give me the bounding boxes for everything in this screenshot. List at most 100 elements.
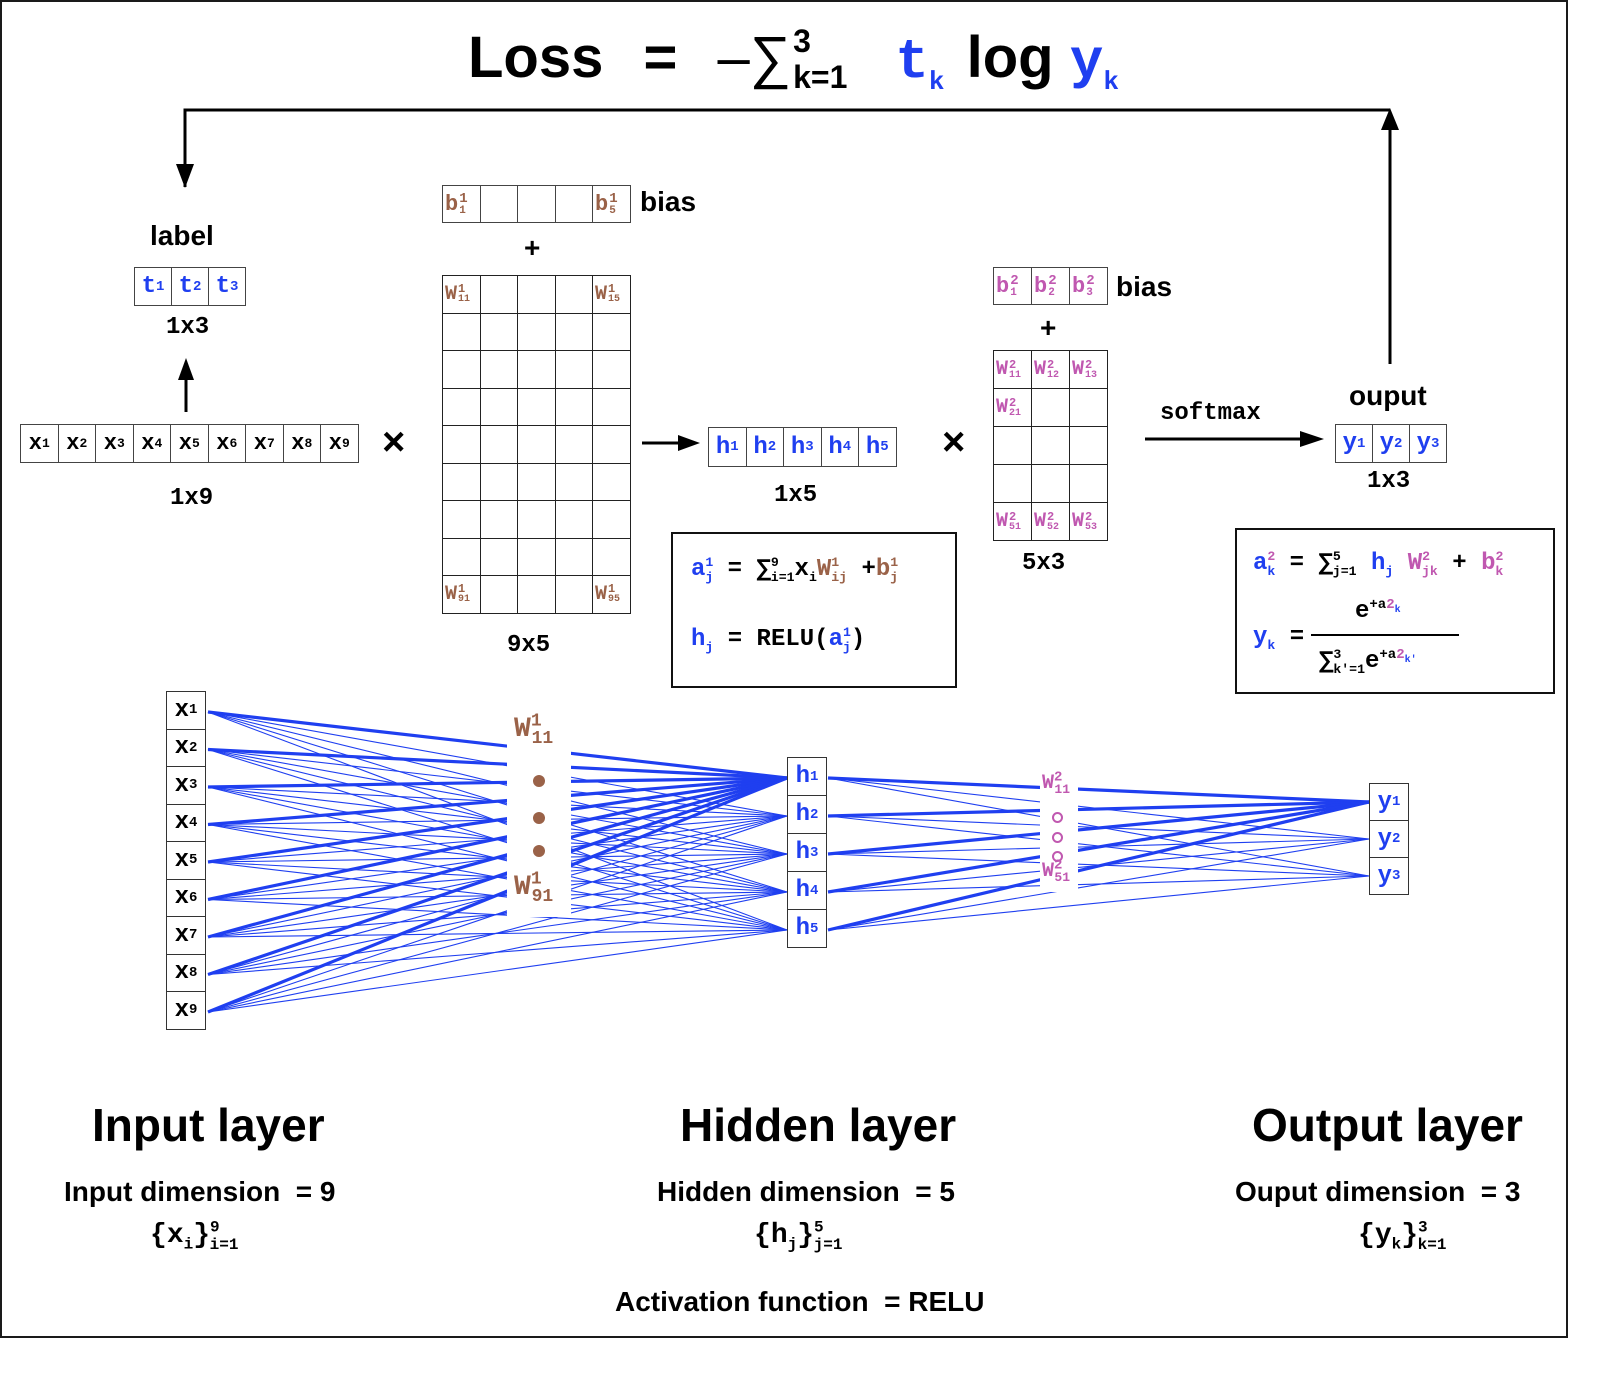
plus-icon-1: +	[524, 232, 541, 263]
times-icon-2: ×	[942, 420, 966, 464]
w2-ellipsis-dot-2	[1052, 832, 1063, 843]
sigma-icon: ∑	[749, 25, 792, 90]
w1-cell-8-1	[443, 538, 481, 576]
softmax-numerator: e+a2k	[1355, 597, 1401, 625]
edge-h2-y1	[827, 800, 1370, 818]
w1-ellipsis-dot-2	[533, 812, 545, 824]
output-formula-line1: a2k = ∑5j=1 hj W2jk + b2k	[1253, 549, 1504, 579]
edge-x9-h1	[207, 776, 788, 1014]
w2-cell-3-3	[1070, 427, 1108, 465]
loss-sum-upper: 3	[793, 23, 811, 59]
w1-cell-4-4	[555, 388, 593, 426]
edge-h3-y1	[827, 800, 1370, 856]
bias1-cell-3	[518, 186, 556, 223]
w1-bottom-label: W191	[514, 869, 554, 907]
feedback-loop-line	[183, 108, 1392, 364]
feedback-arrow-up	[1381, 108, 1399, 130]
w1-cell-4-3	[518, 388, 556, 426]
w1-cell-1-2	[480, 276, 518, 314]
w1-cell-9-3	[518, 576, 556, 614]
w1-cell-9-4	[555, 576, 593, 614]
softmax-fraction-bar	[1311, 634, 1459, 636]
w1-cell-6-3	[518, 463, 556, 501]
loss-lhs: Loss	[468, 25, 604, 90]
w1-cell-1-4	[555, 276, 593, 314]
edge-x5-h1	[207, 776, 788, 864]
edge-x9-h4	[207, 891, 788, 1013]
edge-x9-h2	[207, 815, 788, 1013]
loss-minus: –	[717, 25, 750, 90]
edge-h4-y1	[827, 800, 1370, 894]
output-layer-dimension: Ouput dimension = 3	[1235, 1176, 1521, 1207]
w1-cell-2-4	[555, 313, 593, 351]
w2-ellipsis-dot-1	[1052, 812, 1063, 823]
w1-cell-3-1	[443, 351, 481, 389]
w1-cell-8-3	[518, 538, 556, 576]
feedback-arrow-down	[176, 164, 194, 188]
loss-sum-lower: k=1	[793, 59, 848, 95]
w2-cell-4-2	[1032, 465, 1070, 503]
hidden-formula-box: a1j = ∑9i=1xiW1ij +b1j hj = RELU(a1j)	[671, 532, 957, 688]
w1-cell-5-3	[518, 426, 556, 464]
w1-cell-4-1	[443, 388, 481, 426]
w1-cell-6-4	[555, 463, 593, 501]
w1-cell-5-4	[555, 426, 593, 464]
edge-x3-h1	[207, 776, 788, 789]
w2-cell-3-1	[994, 427, 1032, 465]
w1-cell-5-2	[480, 426, 518, 464]
w1-cell-7-5	[593, 501, 631, 539]
output-formula-box: a2k = ∑5j=1 hj W2jk + b2k yk = e+a2k ∑3k…	[1235, 528, 1555, 694]
edge-x6-h1	[207, 776, 788, 902]
w1-cell-9-2	[480, 576, 518, 614]
w2-ellipsis-dot-3	[1052, 851, 1063, 862]
activation-function-text: Activation function = RELU	[615, 1286, 985, 1317]
hidden-layer-set: {hj}5j=1	[754, 1218, 843, 1254]
hidden-layer-title: Hidden layer	[680, 1099, 957, 1151]
bias2-label: bias	[1116, 271, 1173, 302]
output-layer-title: Output layer	[1252, 1099, 1523, 1151]
w2-cell-2-3	[1070, 389, 1108, 427]
edge-x2-h1	[207, 747, 788, 780]
edge-h1-y1	[827, 776, 1370, 804]
input-layer-title: Input layer	[92, 1099, 325, 1151]
w1-cell-3-5	[593, 351, 631, 389]
w1-cell-3-4	[555, 351, 593, 389]
w1-cell-3-3	[518, 351, 556, 389]
w1-cell-2-1	[443, 313, 481, 351]
w1-cell-6-1	[443, 463, 481, 501]
w1-cell-2-5	[593, 313, 631, 351]
bias1-cell-4	[555, 186, 593, 223]
w1-cell-7-3	[518, 501, 556, 539]
